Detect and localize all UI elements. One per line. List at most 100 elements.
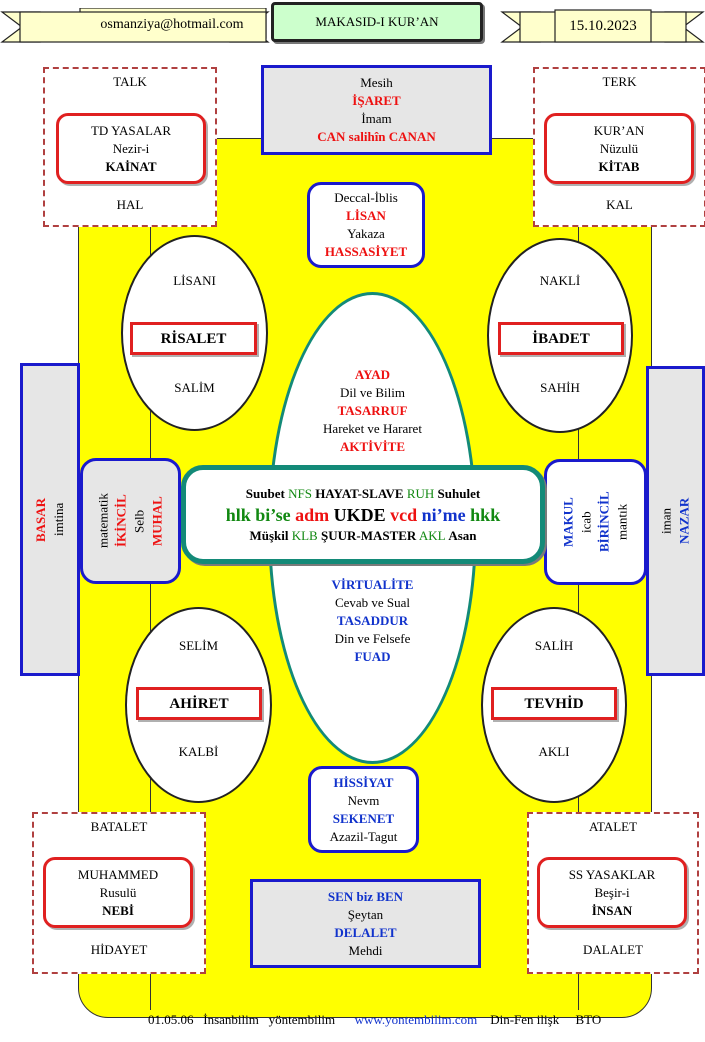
center-box: Suubet NFS HAYAT-SLAVE RUH Suhulet hlk b… xyxy=(181,465,545,564)
left-side-l4: MUHAL xyxy=(149,496,165,546)
left-bar-l1: BASAR xyxy=(33,497,48,542)
corner-bottom-right-l3: İNSAN xyxy=(591,902,633,918)
upper-mid-l4: HASSASİYET xyxy=(324,244,408,259)
corner-top-left-bottom: HAL xyxy=(116,197,144,212)
right-bar-l2: NAZAR xyxy=(676,497,692,545)
ellipse-top-left-top: LİSANI xyxy=(173,273,216,288)
upper-mid-l2: LİSAN xyxy=(346,208,386,223)
corner-bottom-left-l2: Rusulü xyxy=(99,884,137,900)
ellipse-top-right-label: İBADET xyxy=(498,322,624,355)
corner-top-right-bottom: KAL xyxy=(606,197,633,212)
left-bar-text: BASAR imtina xyxy=(20,363,80,676)
top-box-l1: Mesih xyxy=(360,75,393,90)
bottom-box-l2: Şeytan xyxy=(347,906,384,922)
lower-mid-l3: SEKENET xyxy=(332,810,395,826)
corner-bottom-left-l1: MUHAMMED xyxy=(77,866,159,882)
center-lower-l2: Cevab ve Sual xyxy=(334,595,411,610)
right-bar xyxy=(646,366,705,676)
center-upper-l5: AKTİVİTE xyxy=(339,439,406,454)
center-upper-l4: Hareket ve Hararet xyxy=(323,421,422,436)
center-r1-e: Suhulet xyxy=(437,485,481,501)
bottom-box-l4: Mehdi xyxy=(348,942,383,958)
left-side-l2: İKİNCİL xyxy=(113,494,129,548)
right-side-l1: MAKUL xyxy=(560,497,576,547)
footer-date: 01.05.06 xyxy=(148,1012,194,1027)
top-box: Mesih İŞARET İmam CAN salihîn CANAN xyxy=(261,65,492,155)
center-upper-text: AYAD Dil ve Bilim TASARRUF Hareket ve Ha… xyxy=(280,366,465,456)
right-bar-text: iman NAZAR xyxy=(646,366,705,676)
right-side-l4: mantık xyxy=(614,503,630,541)
corner-top-left-l1: TD YASALAR xyxy=(90,122,172,138)
ellipse-top-left-bottom: SALİM xyxy=(174,380,215,395)
email-text: osmanziya@hotmail.com xyxy=(100,17,244,32)
corner-bottom-left-top: BATALET xyxy=(90,819,148,834)
corner-bottom-left-card: MUHAMMED Rusulü NEBİ xyxy=(43,857,193,928)
footer: 01.05.06 İnsanbilim yöntembilim www.yont… xyxy=(148,1011,698,1029)
corner-bottom-right-l1: SS YASAKLAR xyxy=(568,866,656,882)
right-side-box xyxy=(544,459,647,585)
center-r2-g: hkk xyxy=(470,504,501,525)
footer-url[interactable]: www.yontembilim.com xyxy=(354,1012,478,1027)
upper-mid-box: Deccal-İblis LİSAN Yakaza HASSASİYET xyxy=(307,182,425,268)
corner-top-left-l3: KAİNAT xyxy=(105,158,157,174)
center-upper-l2: Dil ve Bilim xyxy=(340,385,405,400)
center-lower-l3: TASADDUR xyxy=(336,613,409,628)
center-row-2: hlk bi’se adm UKDE vcd ni’me hkk xyxy=(226,503,500,527)
email-ribbon xyxy=(0,8,270,43)
center-r3-a: Müşkil xyxy=(249,527,289,543)
corner-top-left-card: TD YASALAR Nezir-i KAİNAT xyxy=(56,113,206,184)
center-lower-l5: FUAD xyxy=(354,649,391,664)
right-side-l2: icab xyxy=(578,511,594,533)
ellipse-bottom-left-bottom: KALBİ xyxy=(178,744,219,759)
center-r2-b: bi’se xyxy=(255,504,291,525)
left-bar-l2: imtina xyxy=(51,502,66,537)
left-side-l1: matematik xyxy=(95,493,111,549)
footer-a: İnsanbilim xyxy=(203,1012,259,1027)
date-ribbon xyxy=(500,9,705,43)
left-bar xyxy=(20,363,80,676)
center-row-3: Müşkil KLB ŞUUR-MASTER AKL Asan xyxy=(249,527,476,545)
center-r2-f: ni’me xyxy=(421,504,466,525)
bottom-box-l1: SEN biz BEN xyxy=(327,888,404,904)
center-r3-d: AKL xyxy=(418,527,446,543)
footer-b: yöntembilim xyxy=(268,1012,336,1027)
ellipse-top-left-label: RİSALET xyxy=(130,322,257,355)
corner-bottom-right-l2: Beşir-i xyxy=(594,884,630,900)
center-r1-d: RUH xyxy=(406,485,435,501)
right-bar-l1: iman xyxy=(658,508,674,534)
corner-top-right-l3: KİTAB xyxy=(598,158,640,174)
left-side-box xyxy=(80,458,181,584)
upper-mid-l3: Yakaza xyxy=(347,226,385,241)
corner-bottom-left-l3: NEBİ xyxy=(102,902,134,918)
corner-top-right-l1: KUR’AN xyxy=(593,122,645,138)
right-side-l3: BİRİNCİL xyxy=(596,491,612,553)
lower-mid-l4: Azazil-Tagut xyxy=(329,828,398,844)
corner-top-right-card: KUR’AN Nüzulü KİTAB xyxy=(544,113,694,184)
bottom-box-l3: DELALET xyxy=(334,924,397,940)
left-side-l3: Selb xyxy=(131,509,147,533)
ellipse-top-right-bottom: SAHİH xyxy=(540,380,580,395)
center-r1-a: Suubet xyxy=(245,485,285,501)
top-box-l2: İŞARET xyxy=(352,93,401,108)
ellipse-bottom-right-label: TEVHİD xyxy=(491,687,617,720)
center-upper-l1: AYAD xyxy=(354,367,391,382)
corner-bottom-right-bottom: DALALET xyxy=(583,942,643,957)
corner-bottom-right-top: ATALET xyxy=(588,819,638,834)
center-r2-e: vcd xyxy=(390,504,418,525)
center-row-1: Suubet NFS HAYAT-SLAVE RUH Suhulet xyxy=(246,485,480,503)
ellipse-bottom-left-label: AHİRET xyxy=(136,687,262,720)
ellipse-bottom-right-top: SALİH xyxy=(534,638,574,653)
footer-c: Din-Fen ilişk xyxy=(490,1012,560,1027)
corner-bottom-left-bottom: HİDAYET xyxy=(90,942,148,957)
date-text: 15.10.2023 xyxy=(569,18,637,34)
lower-mid-l1: HİSSİYAT xyxy=(333,774,394,790)
corner-bottom-right-card: SS YASAKLAR Beşir-i İNSAN xyxy=(537,857,687,928)
bottom-box: SEN biz BEN Şeytan DELALET Mehdi xyxy=(250,879,481,968)
lower-mid-box: HİSSİYAT Nevm SEKENET Azazil-Tagut xyxy=(308,766,419,853)
left-side-text: matematik İKİNCİL Selb MUHAL xyxy=(80,458,181,584)
center-r3-b: KLB xyxy=(291,527,318,543)
right-side-text: MAKUL icab BİRİNCİL mantık xyxy=(544,459,647,585)
center-r1-c: HAYAT-SLAVE xyxy=(315,485,404,501)
center-r2-d: UKDE xyxy=(333,504,386,525)
top-box-l4: CAN salihîn CANAN xyxy=(317,129,436,144)
